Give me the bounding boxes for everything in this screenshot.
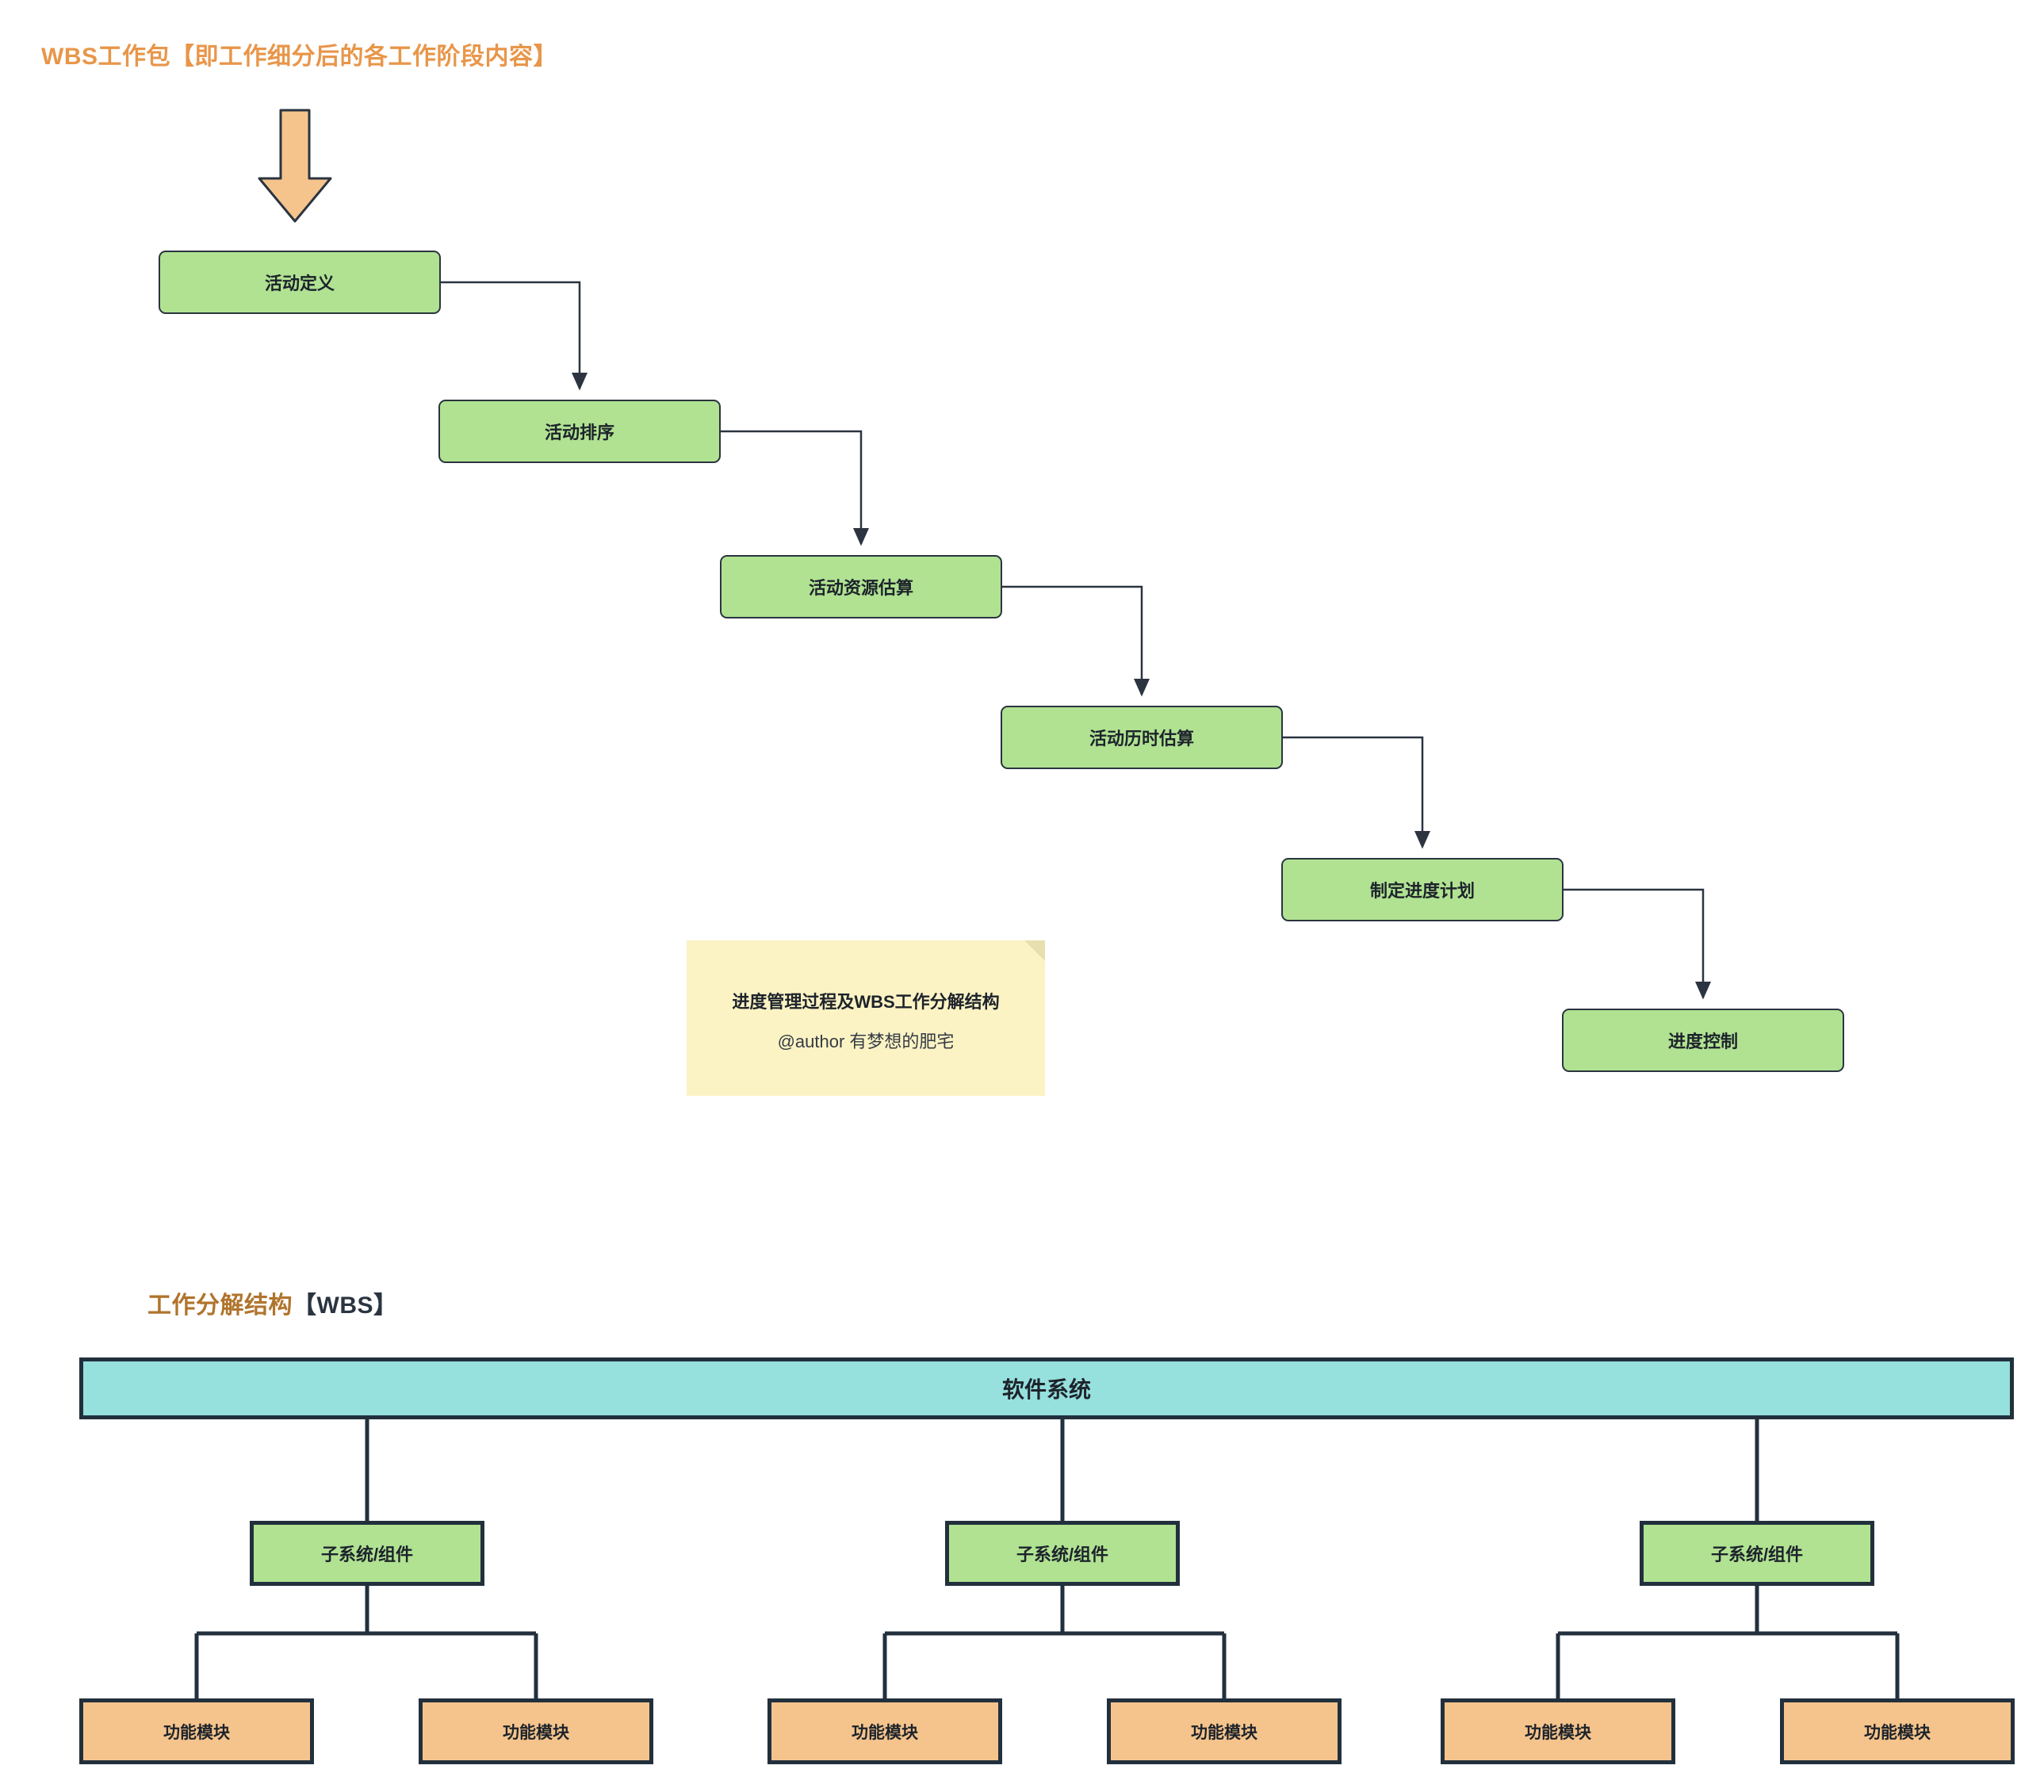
tree-node-subsystem-1[interactable]: 子系统/组件: [250, 1521, 484, 1586]
tree-node-label: 功能模块: [1191, 1723, 1257, 1742]
tree-node-module-3[interactable]: 功能模块: [767, 1698, 1002, 1764]
flow-node-label: 制定进度计划: [1369, 881, 1475, 901]
tree-node-label: 子系统/组件: [1710, 1545, 1804, 1564]
flow-node-activity-resource-estimation[interactable]: 活动资源估算: [720, 555, 1002, 618]
page-fold-icon: [1024, 940, 1045, 961]
tree-node-module-6[interactable]: 功能模块: [1780, 1698, 2015, 1764]
tree-node-module-4[interactable]: 功能模块: [1107, 1698, 1342, 1764]
page-title-wbs-structure: 工作分解结构【WBS】: [147, 1285, 398, 1320]
flow-node-label: 活动排序: [544, 423, 614, 442]
tree-node-label: 软件系统: [1001, 1377, 1091, 1402]
flow-node-schedule-development[interactable]: 制定进度计划: [1281, 858, 1564, 921]
tree-node-module-5[interactable]: 功能模块: [1441, 1698, 1675, 1764]
flow-node-label: 活动定义: [264, 274, 335, 293]
tree-node-label: 子系统/组件: [320, 1545, 414, 1564]
flow-node-activity-duration-estimation[interactable]: 活动历时估算: [1001, 706, 1283, 769]
tree-node-subsystem-2[interactable]: 子系统/组件: [945, 1521, 1180, 1586]
sticky-note[interactable]: 进度管理过程及WBS工作分解结构 @author 有梦想的肥宅: [687, 940, 1045, 1096]
flow-node-label: 活动资源估算: [808, 578, 913, 598]
sticky-note-title: 进度管理过程及WBS工作分解结构: [732, 992, 1000, 1012]
sticky-note-author: @author 有梦想的肥宅: [777, 1032, 955, 1051]
flow-node-activity-definition[interactable]: 活动定义: [159, 251, 441, 314]
tree-node-label: 功能模块: [503, 1723, 569, 1742]
flow-node-label: 进度控制: [1667, 1032, 1738, 1051]
tree-node-label: 功能模块: [852, 1723, 918, 1742]
page-title-wbs-structure-cn: 工作分解结构: [147, 1292, 293, 1319]
tree-node-label: 子系统/组件: [1016, 1545, 1109, 1564]
tree-node-root-software-system[interactable]: 软件系统: [79, 1357, 2014, 1419]
flow-node-schedule-control[interactable]: 进度控制: [1562, 1009, 1844, 1072]
sticky-note-content: 进度管理过程及WBS工作分解结构 @author 有梦想的肥宅: [687, 940, 1045, 1096]
tree-node-label: 功能模块: [1864, 1723, 1931, 1742]
down-arrow-icon: [258, 109, 332, 223]
tree-node-module-2[interactable]: 功能模块: [419, 1698, 653, 1764]
sticky-note-body: [687, 940, 1045, 1096]
flow-node-label: 活动历时估算: [1089, 729, 1194, 749]
tree-node-subsystem-3[interactable]: 子系统/组件: [1640, 1521, 1874, 1586]
tree-node-module-1[interactable]: 功能模块: [79, 1698, 314, 1764]
tree-node-label: 功能模块: [163, 1723, 230, 1742]
tree-node-label: 功能模块: [1525, 1723, 1591, 1742]
page-title-wbs-structure-en: 【WBS】: [293, 1292, 398, 1319]
flow-node-activity-sequencing[interactable]: 活动排序: [438, 400, 721, 463]
page-title-wbs-package: WBS工作包【即工作细分后的各工作阶段内容】: [41, 44, 557, 70]
